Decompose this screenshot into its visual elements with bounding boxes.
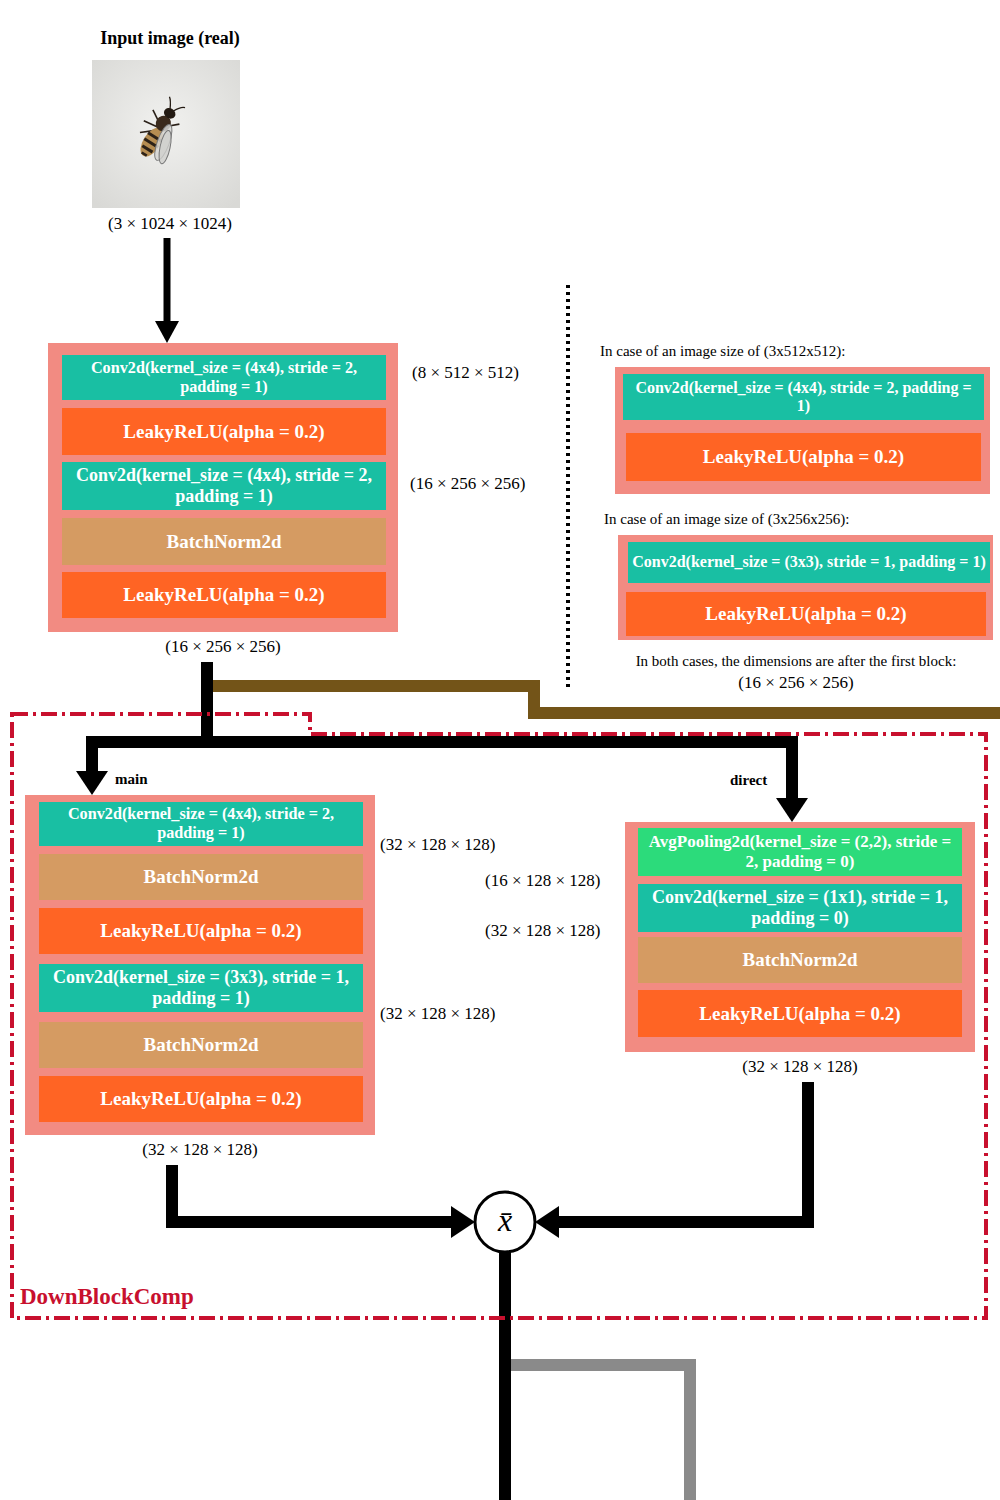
dimension-caption: (32 × 128 × 128) — [625, 1057, 975, 1077]
bee-antenna — [164, 97, 175, 109]
flow-arrow — [172, 1165, 453, 1222]
dimension-label: (8 × 512 × 512) — [412, 363, 519, 383]
dimension-caption: (32 × 128 × 128) — [25, 1140, 375, 1160]
case-heading: In case of an image size of (3x512x512): — [600, 343, 845, 360]
arrow-head — [776, 798, 808, 822]
layer-box: LeakyReLU(alpha = 0.2) — [62, 572, 386, 618]
layer-label: LeakyReLU(alpha = 0.2) — [100, 1088, 301, 1110]
image-title: Input image (real) — [85, 28, 255, 49]
arrow-head — [535, 1206, 559, 1238]
dimension-caption: (3 × 1024 × 1024) — [85, 214, 255, 234]
layer-label: LeakyReLU(alpha = 0.2) — [703, 446, 904, 468]
region-border — [12, 714, 986, 1318]
dimension-caption: (16 × 256 × 256) — [48, 637, 398, 657]
layer-block: (32 × 128 × 128) AvgPooling2d(kernel_size… — [625, 822, 975, 1082]
layer-box: Conv2d(kernel_size = (1x1), stride = 1, … — [638, 884, 962, 932]
layer-box: LeakyReLU(alpha = 0.2) — [626, 433, 981, 481]
layer-box: BatchNorm2d — [39, 1022, 363, 1068]
output-line — [499, 1252, 511, 1500]
flow-arrow — [164, 238, 171, 323]
layer-box: Conv2d(kernel_size = (4x4), stride = 2, … — [62, 462, 386, 510]
flow-arrow — [557, 1082, 808, 1222]
layer-label: BatchNorm2d — [143, 866, 258, 888]
layer-box: LeakyReLU(alpha = 0.2) — [39, 1076, 363, 1122]
flow-arrow — [207, 662, 792, 800]
layer-box: BatchNorm2d — [638, 937, 962, 983]
layer-box: LeakyReLU(alpha = 0.2) — [62, 408, 386, 455]
layer-block: In case of an image size of (3x256x256):… — [618, 507, 993, 640]
bee-leg — [144, 119, 158, 129]
layer-label: BatchNorm2d — [166, 531, 281, 553]
layer-label: BatchNorm2d — [742, 949, 857, 971]
layer-box: Conv2d(kernel_size = (3x3), stride = 1, … — [628, 542, 990, 583]
layer-block: In case of an image size of (3x512x512):… — [615, 339, 990, 494]
bee-illustration — [128, 92, 198, 169]
separator-dotted-line — [566, 285, 570, 690]
layer-box: Conv2d(kernel_size = (4x4), stride = 2, … — [39, 802, 363, 846]
layer-label: LeakyReLU(alpha = 0.2) — [100, 920, 301, 942]
arrow-head — [451, 1206, 475, 1238]
case-heading: In case of an image size of (3x256x256): — [604, 511, 849, 528]
bee-stripe — [142, 146, 152, 152]
arrow-head — [155, 321, 179, 343]
down-block-region: DownBlockComp (32 × 128 × 128) Conv2d(kern… — [10, 712, 988, 1320]
layer-box: LeakyReLU(alpha = 0.2) — [638, 990, 962, 1037]
region-title: DownBlockComp — [20, 1284, 194, 1310]
skip-connection-line — [212, 686, 1000, 713]
note-label: (16 × 256 × 256) — [594, 673, 998, 693]
bee-antenna — [173, 103, 185, 115]
dimension-label: (32 × 128 × 128) — [380, 835, 496, 855]
mean-operator: x̄ — [473, 1190, 537, 1254]
flow-arrow — [92, 662, 207, 773]
layer-label: LeakyReLU(alpha = 0.2) — [705, 603, 906, 625]
bee-wing — [157, 129, 174, 164]
input-image: Input image (real) (3 × 1024 × 1024) — [85, 28, 255, 238]
arrow-head — [76, 771, 108, 795]
note-label: In both cases, the dimensions are after … — [594, 653, 998, 670]
layer-box: Conv2d(kernel_size = (4x4), stride = 2, … — [623, 374, 984, 420]
layer-box: AvgPooling2d(kernel_size = (2,2), stride… — [638, 828, 962, 876]
dimension-label: (16 × 128 × 128) — [485, 871, 601, 891]
connector-group — [76, 662, 207, 795]
layer-box: LeakyReLU(alpha = 0.2) — [39, 908, 363, 954]
layer-box: Conv2d(kernel_size = (3x3), stride = 1, … — [39, 964, 363, 1012]
layer-label: BatchNorm2d — [143, 1034, 258, 1056]
layer-box: BatchNorm2d — [39, 854, 363, 900]
layer-label: Conv2d(kernel_size = (3x3), stride = 1, … — [43, 967, 359, 1008]
operator-circle-outline — [475, 1192, 535, 1252]
branch-label: direct — [730, 772, 767, 789]
layer-label: LeakyReLU(alpha = 0.2) — [123, 421, 324, 443]
layer-box: BatchNorm2d — [62, 518, 386, 565]
layer-label: Conv2d(kernel_size = (4x4), stride = 2, … — [66, 465, 382, 506]
connector-group — [535, 1082, 808, 1238]
branch-line — [505, 1365, 690, 1500]
bee-stripe — [142, 152, 147, 155]
layer-label: LeakyReLU(alpha = 0.2) — [699, 1003, 900, 1025]
photo-background — [92, 60, 240, 208]
branch-label: main — [115, 771, 148, 788]
layer-label: Conv2d(kernel_size = (3x3), stride = 1, … — [632, 553, 986, 571]
layer-block: (16 × 256 × 256) Conv2d(kernel_size = (4x… — [48, 343, 398, 662]
layer-label: Conv2d(kernel_size = (4x4), stride = 2, … — [66, 359, 382, 396]
layer-label: Conv2d(kernel_size = (4x4), stride = 2, … — [627, 379, 980, 416]
layer-label: Conv2d(kernel_size = (1x1), stride = 1, … — [642, 887, 958, 928]
layer-label: LeakyReLU(alpha = 0.2) — [123, 584, 324, 606]
layer-box: LeakyReLU(alpha = 0.2) — [626, 592, 986, 636]
connector-group — [172, 1165, 475, 1238]
layer-label: AvgPooling2d(kernel_size = (2,2), stride… — [642, 832, 958, 871]
layer-label: Conv2d(kernel_size = (4x4), stride = 2, … — [43, 805, 359, 842]
connector-group — [155, 238, 179, 343]
dimension-label: (32 × 128 × 128) — [485, 921, 601, 941]
layer-box: Conv2d(kernel_size = (4x4), stride = 2, … — [62, 355, 386, 400]
layer-block: (32 × 128 × 128) Conv2d(kernel_size = (4x… — [25, 795, 375, 1165]
dimension-label: (16 × 256 × 256) — [410, 474, 526, 494]
mean-symbol: x̄ — [498, 1204, 512, 1236]
dimension-label: (32 × 128 × 128) — [380, 1004, 496, 1024]
